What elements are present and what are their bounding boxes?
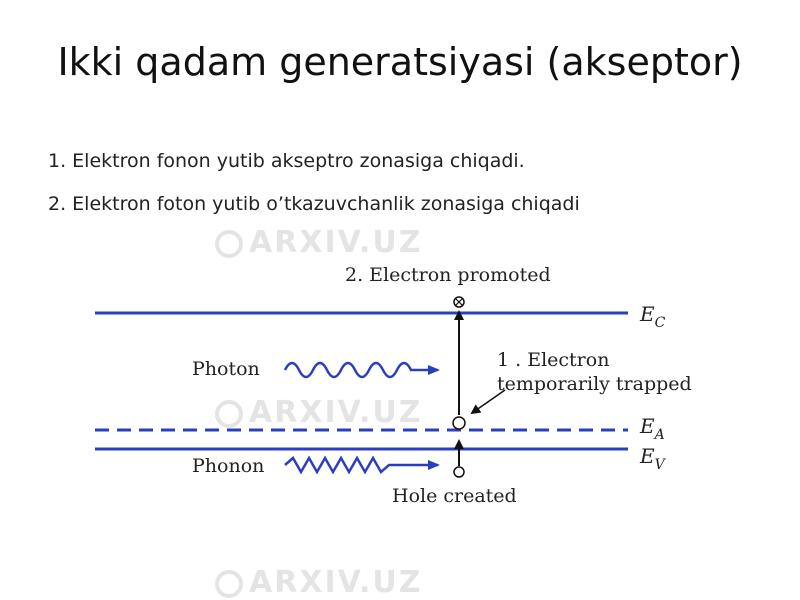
watermark-logo-icon — [215, 399, 243, 428]
trapped-pointer-arrow — [470, 389, 506, 415]
watermark: ARXIV.UZ — [215, 395, 422, 430]
photon-label: Photon — [192, 358, 260, 380]
watermark: ARXIV.UZ — [215, 565, 422, 600]
conduction-band-label: EC — [639, 302, 666, 331]
phonon-label: Phonon — [192, 455, 264, 477]
slide-title: Ikki qadam generatsiyasi (akseptor) — [57, 40, 743, 84]
bullet-1: 1. Elektron fonon yutib akseptro zonasig… — [48, 150, 525, 172]
trapped-label-line1: 1 . Electron — [497, 349, 609, 371]
phonon-zigzag-icon — [284, 455, 440, 475]
watermark-logo-icon — [215, 569, 243, 598]
trapped-label-line2: temporarily trapped — [497, 373, 692, 395]
watermark-text: ARXIV.UZ — [249, 225, 423, 260]
watermark-text: ARXIV.UZ — [249, 395, 423, 430]
watermark-text: ARXIV.UZ — [249, 565, 423, 600]
trapped-electron-icon — [452, 416, 466, 430]
watermark: ARXIV.UZ — [215, 225, 422, 260]
electron-promoted-label: 2. Electron promoted — [345, 264, 551, 286]
bullet-2: 2. Elektron foton yutib o’tkazuvchanlik … — [48, 193, 580, 215]
hole-created-label: Hole created — [392, 485, 517, 507]
watermark-logo-icon — [215, 229, 243, 258]
photon-wave-icon — [283, 361, 440, 379]
acceptor-level-label: EA — [639, 414, 665, 443]
electron-mark-2 — [454, 297, 464, 307]
hole-icon — [453, 466, 465, 478]
valence-band-label: EV — [639, 444, 667, 473]
